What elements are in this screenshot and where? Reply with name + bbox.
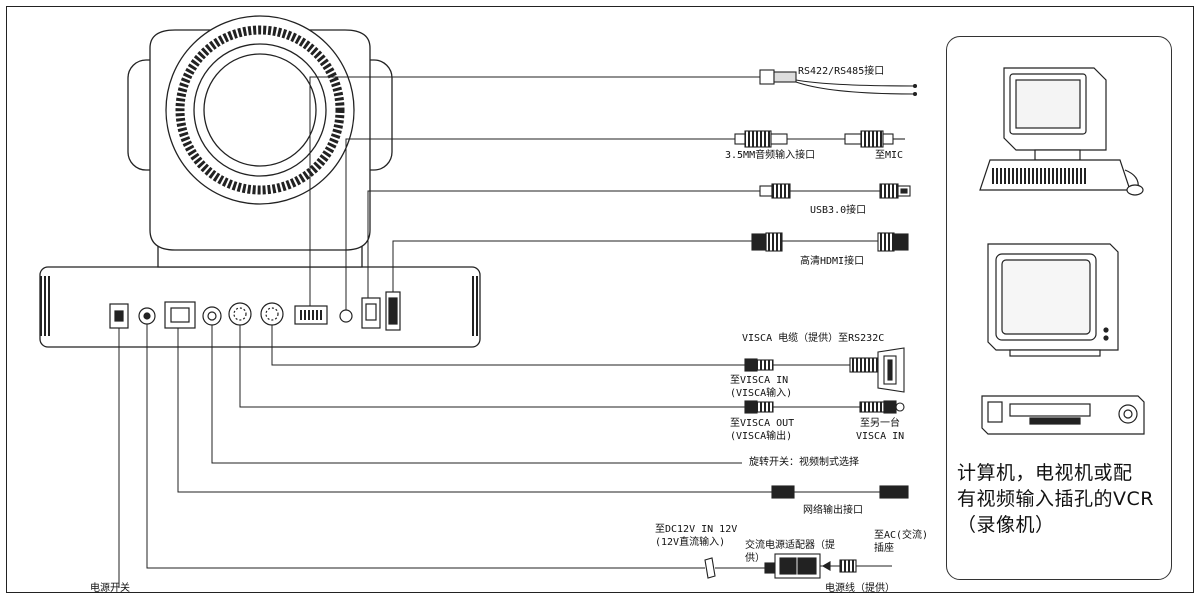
power-switch-label: 电源开关 [90,583,130,594]
devices [979,67,1145,435]
to-mic-label: 至MIC [875,150,904,161]
dc-in-sub-label: (12V直流输入) [655,537,726,548]
rs422-label: RS422/RS485接口 [798,66,885,77]
audio-cable [734,130,905,148]
another-visca-label: 至另一台 [860,418,900,429]
vcr-icon [981,395,1145,435]
usb-label: USB3.0接口 [810,205,867,216]
computer-icon [979,67,1144,196]
diagram-frame [6,6,1194,593]
visca-out-sub-label: (VISCA输出) [730,431,793,442]
caption-line-1: 计算机，电视机或配 [957,462,1133,484]
caption-line-3: （录像机） [957,514,1055,536]
visca-rs232-cable [744,347,905,393]
visca-cable-label: VISCA 电缆（提供）至RS232C [742,333,885,344]
rotary-switch-label: 旋转开关：视频制式选择 [749,457,859,468]
cables [704,69,918,579]
ac-label: 至AC(交流) [874,530,929,541]
television-icon [987,243,1119,357]
audio-port [339,309,353,323]
adapter-label: 交流电源适配器（提 [745,540,835,551]
visca-out-cable [744,400,905,414]
visca-in-sub-label: (VISCA输入) [730,388,793,399]
power-cord-label: 电源线（提供） [825,583,895,594]
ptz-camera [39,15,481,348]
audio-in-label: 3.5MM音频输入接口 [725,150,816,161]
device-panel [946,36,1172,580]
left-vent [40,276,50,336]
rs422-connector [759,69,918,97]
adapter-sub-label: 供） [745,553,765,564]
hdmi-label: 高清HDMI接口 [800,256,865,267]
device-caption: 计算机，电视机或配 有视频输入插孔的VCR （录像机） [957,460,1187,538]
rear-panel [109,291,401,331]
another-visca-in-label: VISCA IN [856,431,905,442]
network-cable [771,485,909,499]
dc-in-label: 至DC12V IN 12V [655,524,738,535]
caption-line-2: 有视频输入插孔的VCR [957,488,1154,510]
ac-sub-label: 插座 [874,543,894,554]
power-adapter [704,553,892,579]
right-vent [470,276,480,336]
network-label: 网络输出接口 [803,505,863,516]
hdmi-cable [751,232,909,252]
visca-in-label: 至VISCA IN [730,375,789,386]
visca-out-label: 至VISCA OUT [730,418,795,429]
connection-lines [118,76,772,588]
lens-glass [203,53,317,167]
camera-base [39,266,481,348]
usb-cable [759,183,911,199]
